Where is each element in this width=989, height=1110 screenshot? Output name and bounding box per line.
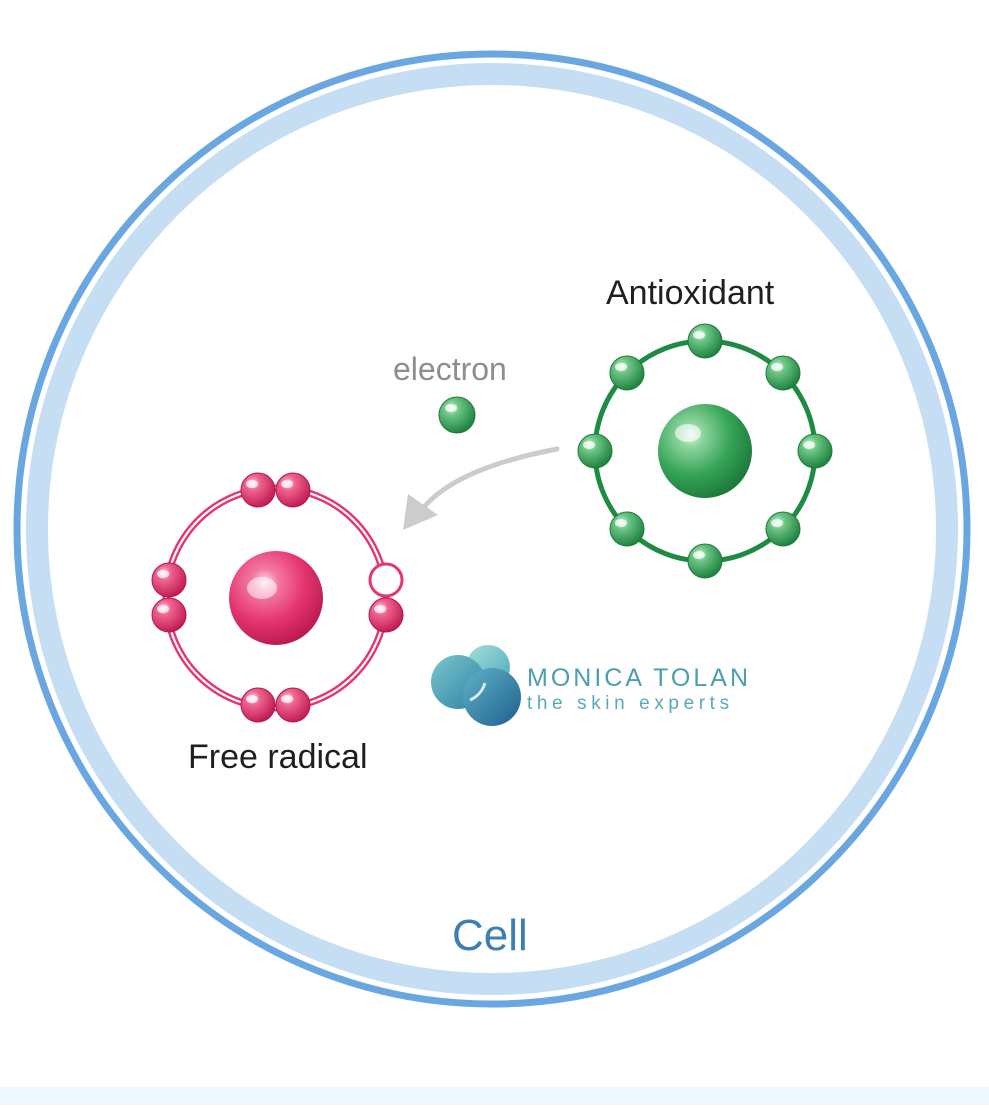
- brand-name: MONICA TOLAN: [527, 664, 752, 692]
- brand-logo-icon: [431, 645, 521, 726]
- cell-outer-edge: [13, 50, 971, 1008]
- antioxidant-electron: [765, 355, 801, 391]
- brand-tagline: the skin experts: [527, 693, 734, 714]
- cell-membrane: [13, 50, 971, 1008]
- free-radical-electron: [240, 472, 276, 508]
- free-radical-electron: [151, 562, 187, 598]
- free-radical-electron: [151, 597, 187, 633]
- antioxidant-electron: [687, 543, 723, 579]
- antioxidant-label: Antioxidant: [606, 274, 775, 312]
- free-radical-electron: [275, 472, 311, 508]
- antioxidant-electron: [609, 355, 645, 391]
- electron-label: electron: [393, 351, 507, 387]
- antioxidant-electron: [687, 323, 723, 359]
- free-electron: [438, 396, 476, 434]
- free-radical-atom: [151, 472, 404, 723]
- antioxidant-nucleus: [658, 404, 752, 498]
- antioxidant-electron: [797, 433, 833, 469]
- antioxidant-electron: [765, 511, 801, 547]
- free-radical-electron: [368, 597, 404, 633]
- cell-interior: [48, 85, 936, 973]
- free-radical-electron: [240, 687, 276, 723]
- electron-transfer-arrow: [403, 446, 560, 530]
- missing-electron-slot: [368, 562, 404, 598]
- free-radical-nucleus: [229, 551, 323, 645]
- antioxidant-electron: [609, 511, 645, 547]
- antioxidant-electron: [577, 433, 613, 469]
- free-radical-label: Free radical: [188, 738, 368, 776]
- bottom-band: [0, 1087, 989, 1105]
- free-radical-electron: [275, 687, 311, 723]
- antioxidant-atom: [577, 323, 833, 579]
- cell-label: Cell: [452, 911, 528, 960]
- arrow-head: [403, 494, 438, 530]
